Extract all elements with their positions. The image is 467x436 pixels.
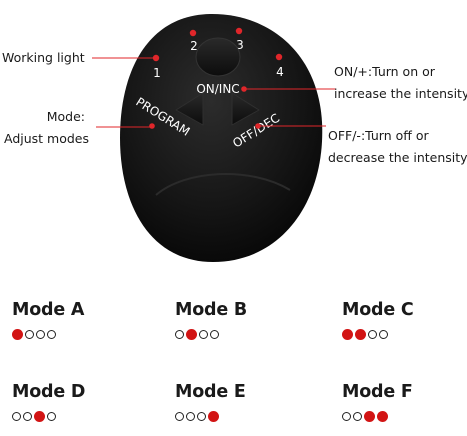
mode-annotation-2: Adjust modes (4, 128, 89, 150)
mode-b-title: Mode B (175, 300, 248, 320)
light-label-1: 1 (153, 66, 161, 80)
mode-dot-1-on (12, 329, 23, 340)
off-button[interactable] (231, 92, 260, 126)
mode-dot-4-off (47, 412, 56, 421)
mode-annotation-line2: Adjust modes (4, 131, 90, 146)
mode-e-title: Mode E (175, 382, 246, 402)
off-pointer-dot (255, 123, 261, 129)
on-inc-label: ON/INC (196, 82, 239, 96)
mode-dot-2-on (355, 329, 366, 340)
mode-dot-3-off (36, 330, 45, 339)
mode-e: Mode E (175, 382, 285, 424)
mode-b-dots (175, 329, 285, 342)
mode-a-dots (12, 329, 122, 342)
mode-dot-2-off (186, 412, 195, 421)
mode-dot-4-on (377, 411, 388, 422)
mode-dot-1-off (175, 330, 184, 339)
on-pointer-dot (241, 86, 247, 92)
off-annotation: OFF/-:Turn off or decrease the intensity (328, 125, 467, 169)
mode-dot-1-off (342, 412, 351, 421)
on-annotation: ON/+:Turn on or increase the intensity (334, 61, 467, 105)
mode-f-dots (342, 411, 452, 424)
indicator-light-1 (152, 54, 160, 62)
indicator-light-4 (275, 53, 283, 61)
program-pointer-dot (149, 123, 155, 129)
mode-dot-3-on (34, 411, 45, 422)
indicator-light-3 (235, 27, 243, 35)
on-annotation-line1: ON/+:Turn on or (334, 64, 435, 79)
mode-annotation-line1: Mode: (46, 109, 85, 124)
mode-d: Mode D (12, 382, 122, 424)
mode-f: Mode F (342, 382, 452, 424)
off-annotation-line2: decrease the intensity (328, 150, 467, 165)
mode-dot-1-on (342, 329, 353, 340)
mode-e-dots (175, 411, 285, 424)
mode-c-dots (342, 329, 452, 342)
program-button[interactable] (175, 92, 204, 126)
mode-a: Mode A (12, 300, 122, 342)
mode-dot-3-off (197, 412, 206, 421)
mode-dot-2-off (353, 412, 362, 421)
light-label-3: 3 (236, 38, 244, 52)
mode-dot-1-off (175, 412, 184, 421)
mode-dot-2-on (186, 329, 197, 340)
lower-panel-seam (155, 172, 291, 196)
mode-dot-4-on (208, 411, 219, 422)
on-button[interactable] (195, 37, 241, 77)
device-body (120, 13, 323, 263)
mode-c-title: Mode C (342, 300, 414, 320)
mode-dot-4-off (47, 330, 56, 339)
mode-dot-2-off (25, 330, 34, 339)
mode-dot-1-off (12, 412, 21, 421)
light-label-2: 2 (190, 39, 198, 53)
mode-c: Mode C (342, 300, 452, 342)
mode-f-title: Mode F (342, 382, 413, 402)
mode-a-title: Mode A (12, 300, 85, 320)
mode-dot-4-off (210, 330, 219, 339)
mode-b: Mode B (175, 300, 285, 342)
mode-dot-3-on (364, 411, 375, 422)
device-diagram: 1 2 3 4 ON/INC PROGRAM OFF/DEC (92, 13, 336, 263)
working-light-annotation: Working light (2, 47, 85, 69)
mode-d-title: Mode D (12, 382, 86, 402)
working-light-text: Working light (2, 50, 85, 65)
light-label-4: 4 (276, 65, 284, 79)
mode-dot-2-off (23, 412, 32, 421)
mode-dot-3-off (368, 330, 377, 339)
off-annotation-line1: OFF/-:Turn off or (328, 128, 429, 143)
mode-annotation: Mode: (21, 106, 85, 128)
mode-d-dots (12, 411, 122, 424)
indicator-light-2 (189, 29, 197, 37)
mode-dot-4-off (379, 330, 388, 339)
on-annotation-line2: increase the intensity (334, 86, 467, 101)
mode-dot-3-off (199, 330, 208, 339)
